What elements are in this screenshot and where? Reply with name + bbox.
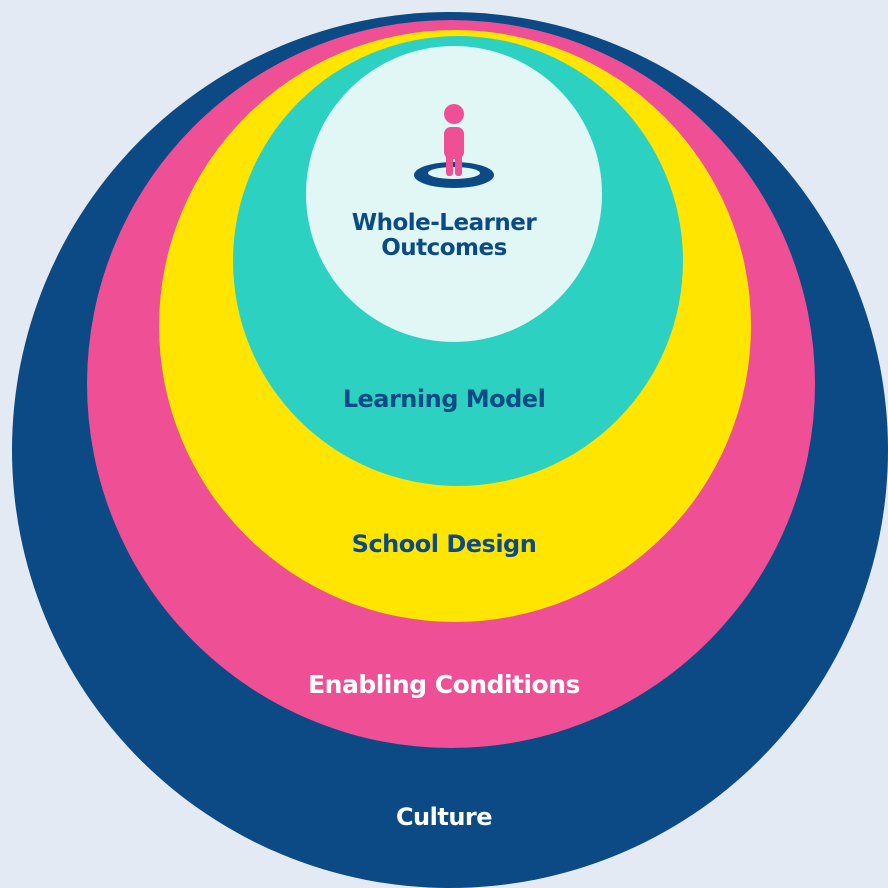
enabling-conditions-label: Enabling Conditions	[308, 670, 580, 699]
outcomes-label-line-2: Outcomes	[381, 235, 507, 261]
culture-label: Culture	[395, 803, 493, 831]
school-design-label: School Design	[351, 530, 537, 558]
learning-model-label: Learning Model	[342, 385, 546, 413]
whole-learner-outcomes-ring	[306, 46, 602, 342]
learner-standing-on-target-icon	[414, 104, 494, 188]
outcomes-label-line-1: Whole-Learner	[351, 210, 537, 236]
whole-learner-outcomes-label: Whole-Learner Outcomes	[0, 211, 888, 261]
